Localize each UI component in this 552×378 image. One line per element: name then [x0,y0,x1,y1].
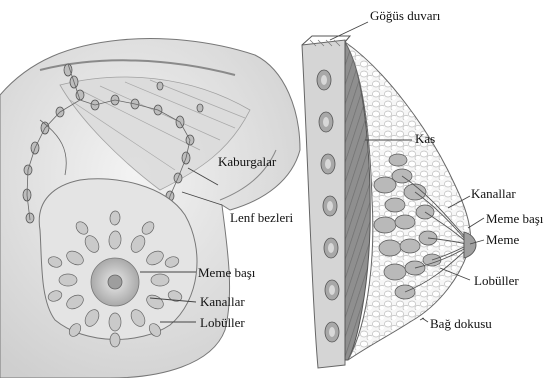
label-lymph-nodes: Lenf bezleri [230,210,293,225]
nipple-side [464,232,476,258]
label-lobules-side: Lobüller [474,273,519,288]
label-chest-wall: Göğüs duvarı [370,8,440,23]
label-muscle: Kas [415,131,435,146]
label-ducts-side: Kanallar [471,186,516,201]
label-nipple-front: Meme başı [198,265,255,280]
label-ribs: Kaburgalar [218,154,276,169]
label-connective-tissue: Bağ dokusu [430,316,492,331]
label-nipple-side: Meme başı [486,211,543,226]
label-lobules-front: Lobüller [200,315,245,330]
label-ducts-front: Kanallar [200,294,245,309]
nipple-front [108,275,122,289]
front-view [0,39,300,378]
label-breast: Meme [486,232,519,247]
